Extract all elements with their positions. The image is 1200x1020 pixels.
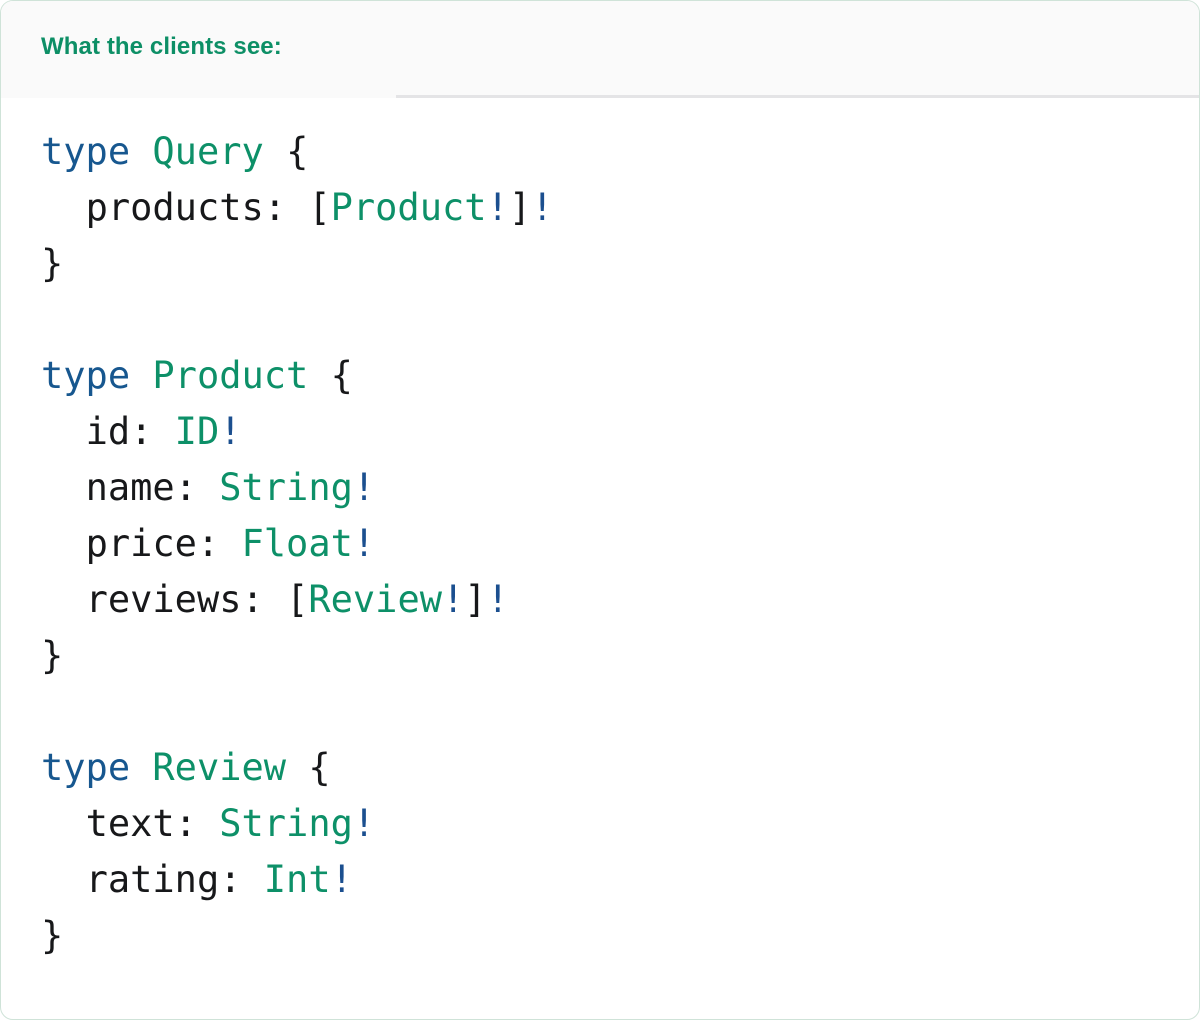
code-token-typename: String bbox=[219, 466, 353, 509]
tab-what-the-clients-see[interactable]: What the clients see: bbox=[1, 1, 396, 101]
code-token-plain bbox=[130, 130, 152, 173]
code-token-plain bbox=[286, 746, 308, 789]
code-token-plain bbox=[308, 354, 330, 397]
code-token-plain bbox=[197, 466, 219, 509]
code-token-punct: } bbox=[41, 634, 64, 677]
code-token-typename: Query bbox=[152, 130, 264, 173]
code-token-keyword: type bbox=[41, 130, 131, 173]
code-indent bbox=[41, 410, 86, 453]
code-token-plain bbox=[197, 802, 219, 845]
code-indent bbox=[41, 802, 86, 845]
code-token-plain bbox=[242, 858, 264, 901]
code-token-punct: [ bbox=[286, 578, 309, 621]
tab-label: What the clients see: bbox=[41, 33, 282, 60]
code-token-field: reviews: bbox=[85, 578, 264, 621]
code-token-punct: [ bbox=[308, 186, 331, 229]
code-token-keyword: type bbox=[41, 746, 131, 789]
tab-strip: What the clients see: bbox=[1, 1, 1199, 101]
code-token-plain bbox=[219, 522, 241, 565]
code-line: ​ bbox=[41, 684, 1199, 740]
code-token-keyword: type bbox=[41, 354, 131, 397]
code-indent bbox=[41, 186, 86, 229]
code-token-plain bbox=[130, 746, 152, 789]
code-token-punct: } bbox=[41, 242, 64, 285]
code-line: type Review { bbox=[41, 740, 1199, 796]
code-token-field: products: bbox=[85, 186, 287, 229]
code-token-field: id: bbox=[85, 410, 153, 453]
graphql-schema-code: type Query { products: [Product!]!}​type… bbox=[41, 124, 1199, 964]
code-token-punct: { bbox=[330, 354, 353, 397]
code-area: type Query { products: [Product!]!}​type… bbox=[1, 98, 1199, 964]
code-token-plain bbox=[264, 130, 286, 173]
code-token-typename: String bbox=[219, 802, 353, 845]
code-line: text: String! bbox=[41, 796, 1199, 852]
code-token-field: text: bbox=[85, 802, 197, 845]
code-token-typename: Product bbox=[152, 354, 309, 397]
code-token-punct: ] bbox=[464, 578, 487, 621]
code-token-bang: ! bbox=[531, 186, 554, 229]
code-line: name: String! bbox=[41, 460, 1199, 516]
code-indent bbox=[41, 522, 86, 565]
code-line: id: ID! bbox=[41, 404, 1199, 460]
code-token-plain bbox=[264, 578, 286, 621]
code-line: products: [Product!]! bbox=[41, 180, 1199, 236]
code-token-typename: Int bbox=[263, 858, 331, 901]
code-token-typename: Product bbox=[330, 186, 487, 229]
code-token-bang: ! bbox=[352, 466, 376, 509]
code-token-typename: ID bbox=[174, 410, 220, 453]
code-line: } bbox=[41, 908, 1199, 964]
code-token-punct: ] bbox=[508, 186, 532, 229]
code-token-bang: ! bbox=[442, 578, 465, 621]
code-token-bang: ! bbox=[486, 578, 509, 621]
code-token-bang: ! bbox=[352, 802, 376, 845]
code-token-typename: Review bbox=[308, 578, 442, 621]
code-line: type Product { bbox=[41, 348, 1199, 404]
code-token-field: name: bbox=[85, 466, 197, 509]
code-token-typename: Review bbox=[152, 746, 287, 789]
code-indent bbox=[41, 858, 86, 901]
code-token-bang: ! bbox=[330, 858, 353, 901]
code-line: reviews: [Review!]! bbox=[41, 572, 1199, 628]
code-token-field: price: bbox=[85, 522, 220, 565]
code-token-plain bbox=[286, 186, 308, 229]
code-token-plain bbox=[130, 354, 152, 397]
code-indent bbox=[41, 578, 86, 621]
code-line: } bbox=[41, 628, 1199, 684]
code-line: type Query { bbox=[41, 124, 1199, 180]
code-token-typename: Float bbox=[241, 522, 353, 565]
code-token-punct: { bbox=[308, 746, 331, 789]
code-line: price: Float! bbox=[41, 516, 1199, 572]
code-line: rating: Int! bbox=[41, 852, 1199, 908]
code-indent bbox=[41, 466, 86, 509]
code-line: } bbox=[41, 236, 1199, 292]
code-token-punct: } bbox=[41, 914, 64, 957]
code-line: ​ bbox=[41, 292, 1199, 348]
code-token-bang: ! bbox=[219, 410, 242, 453]
code-token-field: rating: bbox=[85, 858, 242, 901]
code-token-bang: ! bbox=[352, 522, 376, 565]
code-token-plain bbox=[152, 410, 174, 453]
code-token-bang: ! bbox=[486, 186, 509, 229]
code-token-punct: { bbox=[286, 130, 309, 173]
